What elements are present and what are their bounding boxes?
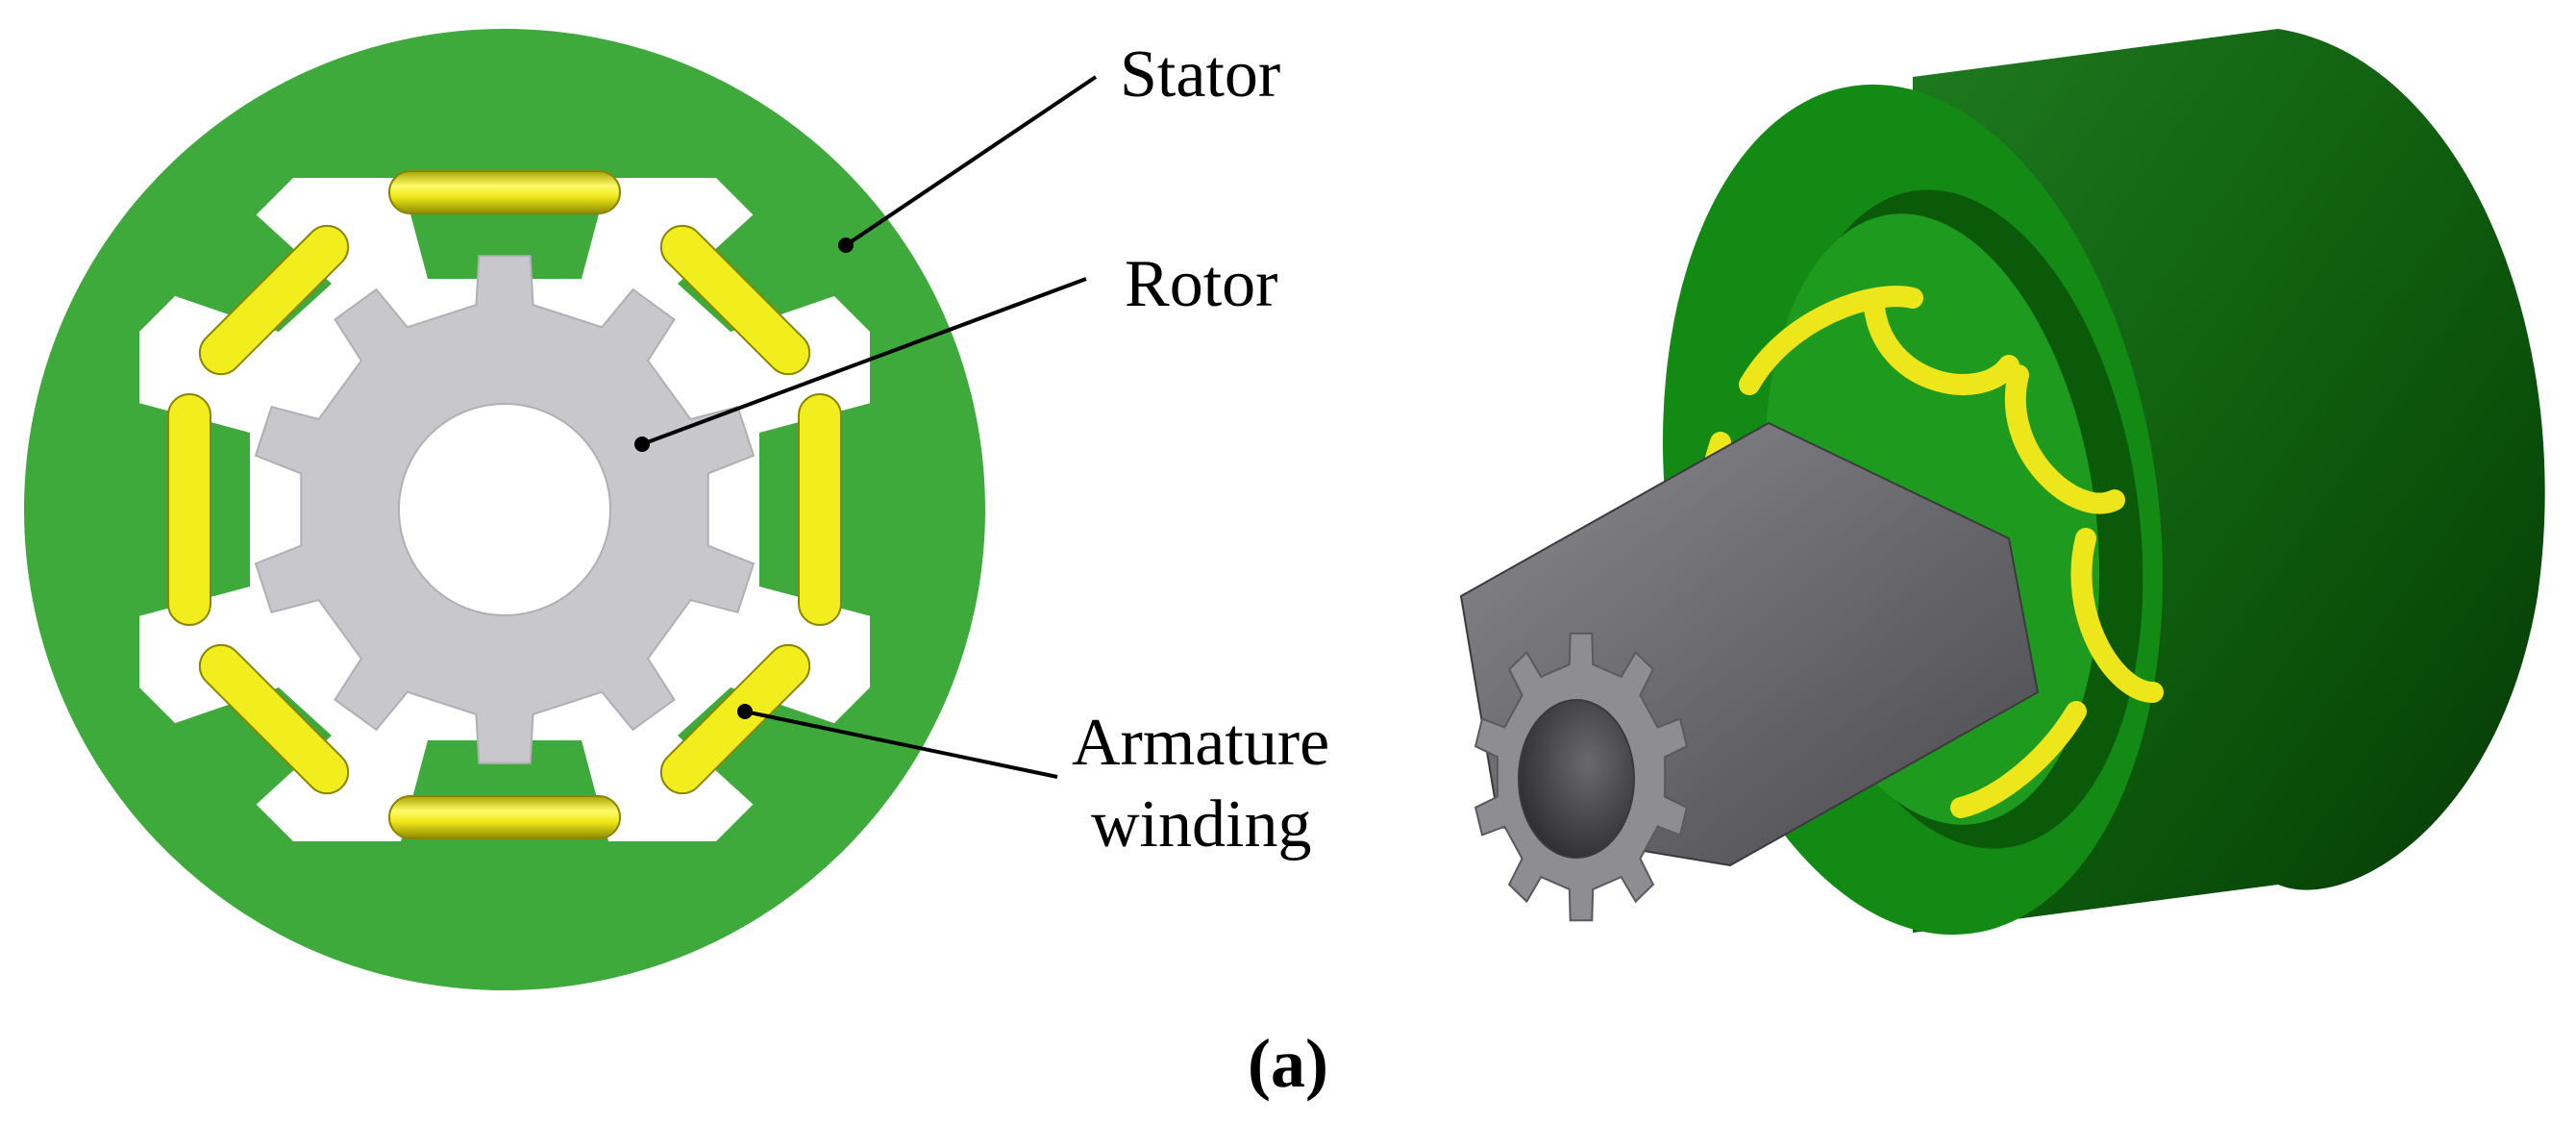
rotor-bore bbox=[398, 403, 611, 616]
figure-caption: (a) bbox=[1248, 1025, 1328, 1102]
winding-coil bbox=[167, 393, 211, 626]
armature-leader-dot bbox=[737, 704, 753, 719]
winding-coil bbox=[659, 643, 811, 795]
rotor-leader-dot bbox=[634, 437, 650, 452]
winding-coil bbox=[798, 393, 842, 626]
rotor-label: Rotor bbox=[1125, 247, 1277, 321]
armature-label-line2: winding bbox=[1091, 787, 1311, 862]
winding-coil bbox=[388, 795, 621, 839]
rotor-3d-bore bbox=[1518, 699, 1635, 859]
motor-3d-view bbox=[1459, 29, 2545, 936]
armature-leader-line bbox=[744, 710, 1058, 779]
motor-cross-section bbox=[24, 29, 985, 990]
armature-label-line1: Armature bbox=[1072, 706, 1329, 780]
stator-leader-line bbox=[844, 75, 1098, 247]
armature-windings bbox=[167, 170, 842, 839]
winding-coil bbox=[198, 224, 350, 376]
winding-coil bbox=[659, 224, 811, 376]
winding-coil bbox=[388, 170, 621, 214]
stator-leader-dot bbox=[838, 237, 854, 253]
rotor-leader-line bbox=[641, 277, 1087, 446]
winding-coil bbox=[198, 643, 350, 795]
annotations: Stator Rotor Armature winding bbox=[634, 37, 1329, 862]
stator-label: Stator bbox=[1120, 37, 1280, 112]
